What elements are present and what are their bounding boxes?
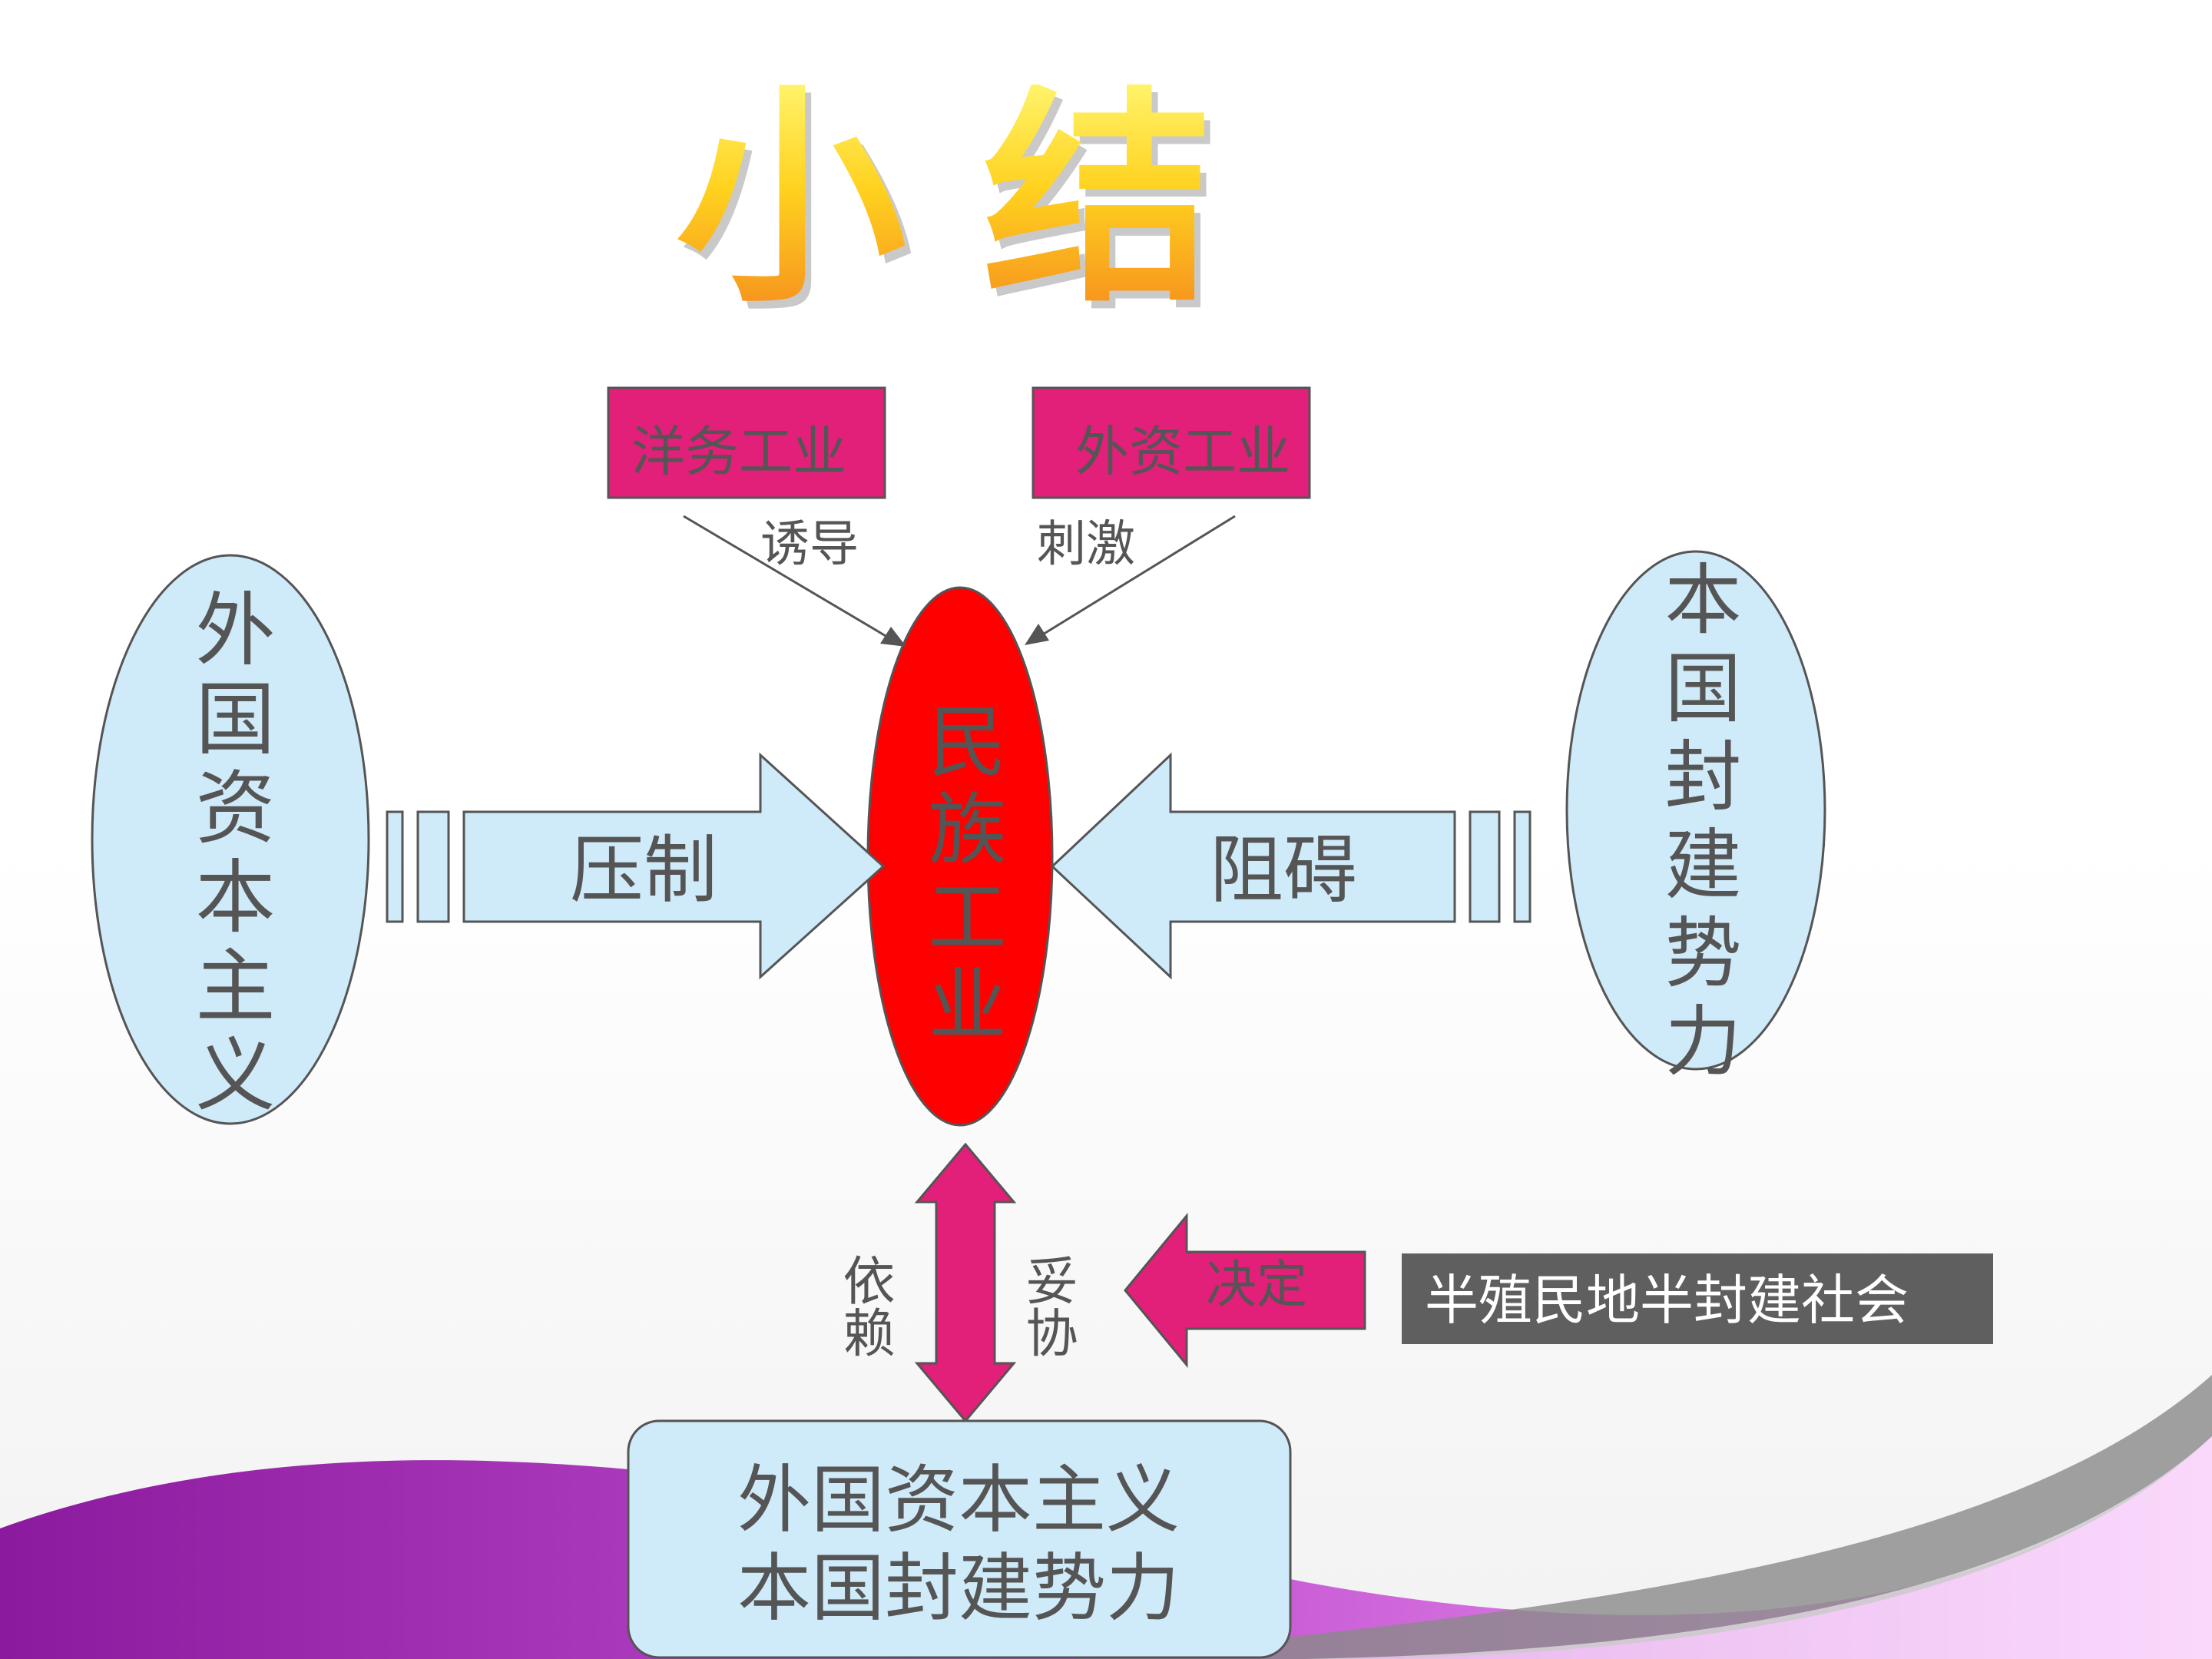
bottom-box-label-line2: 本国封建势力 [737, 1545, 1180, 1631]
top-left-box-label: 洋务工业 [631, 420, 846, 483]
depend-label: 依赖 [833, 1253, 894, 1358]
right-block-arrow [1050, 752, 1532, 980]
induce-arrow [683, 515, 906, 647]
left-ellipse [91, 554, 370, 1125]
page-title: 小结 [676, 65, 1290, 333]
decide-label: 决定 [1206, 1255, 1307, 1314]
top-right-box-label: 外资工业 [1075, 420, 1290, 483]
stimulate-label: 刺激 [1037, 516, 1135, 573]
induce-label: 诱导 [760, 516, 859, 573]
left-block-arrow [386, 752, 886, 980]
bottom-box-label-line1: 外国资本主义 [737, 1457, 1180, 1543]
left-arrow-label: 压制 [570, 827, 717, 913]
right-ellipse [1565, 550, 1826, 1071]
society-box [1402, 1253, 1993, 1344]
background-swoosh-highlight [1306, 1436, 2212, 1659]
compromise-label: 妥协 [1016, 1253, 1077, 1358]
right-arrow-label: 阻碍 [1210, 827, 1357, 913]
society-box-label: 半殖民地半封建社会 [1425, 1269, 1909, 1332]
decide-arrow [1124, 1212, 1366, 1369]
top-left-box [607, 386, 886, 499]
top-right-box [1031, 386, 1311, 499]
left-ellipse-label: 外国资本主义 [181, 588, 275, 1122]
center-ellipse-label: 民族工业 [915, 700, 1006, 1051]
right-ellipse-label: 本国封建势力 [1651, 559, 1741, 1089]
stimulate-arrow [1025, 515, 1236, 645]
bottom-box [627, 1419, 1292, 1659]
background-swoosh-shadow [1075, 1375, 2212, 1659]
